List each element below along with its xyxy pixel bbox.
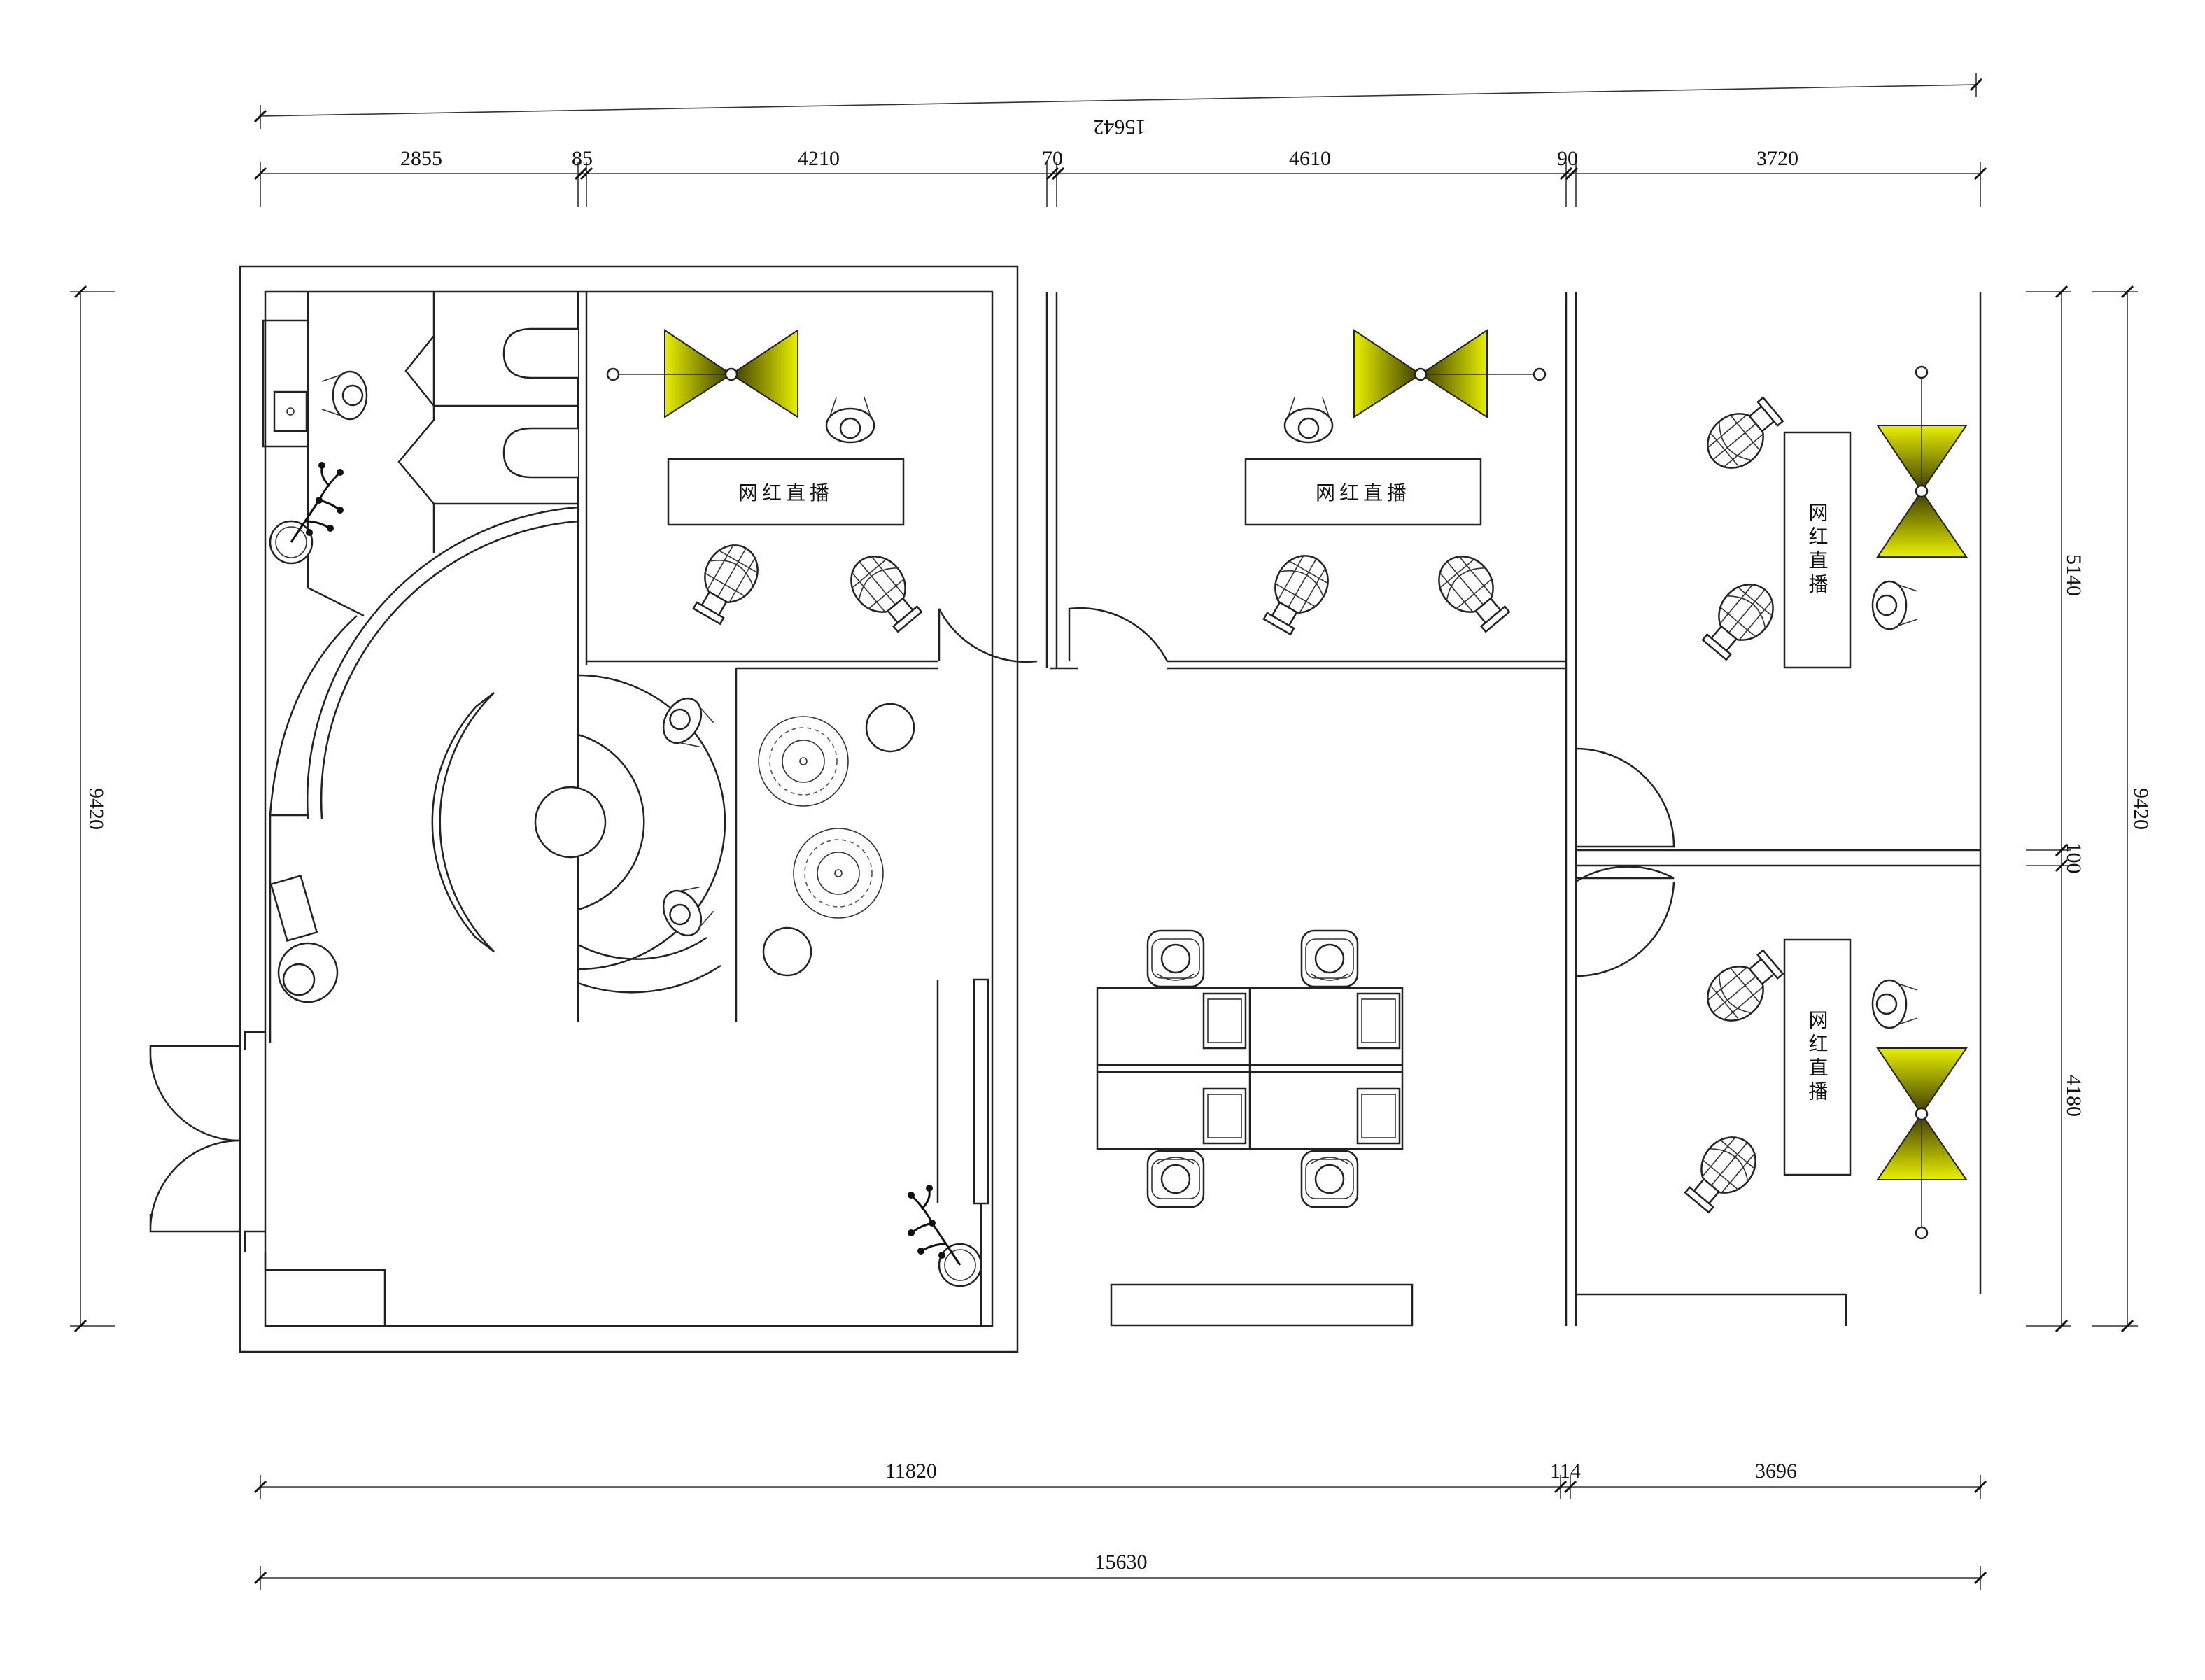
studio-1: 网红直播 <box>667 458 905 526</box>
outer-walls <box>239 265 1019 1353</box>
fill-light-icon <box>606 329 798 418</box>
studio-label: 网红直播 <box>1806 502 1829 598</box>
studio-desk <box>667 458 905 526</box>
dim-bottom-2: 114 <box>1550 1460 1581 1483</box>
fill-light-icon <box>1876 365 1968 558</box>
studio-desk <box>1783 938 1852 1176</box>
dim-bottom-3: 3696 <box>1755 1460 1797 1483</box>
dim-top-3: 4210 <box>798 147 840 170</box>
dim-right-1: 5140 <box>2062 554 2085 596</box>
workstations <box>1096 987 1404 1150</box>
studio-desk <box>1244 458 1482 526</box>
dim-top-7: 3720 <box>1756 147 1798 170</box>
studio-2: 网红直播 <box>1244 458 1482 526</box>
lounge-tables <box>758 703 915 977</box>
dim-right-2: 100 <box>2062 842 2085 874</box>
dim-top-2: 85 <box>572 147 593 170</box>
dim-top-5: 4610 <box>1289 147 1331 170</box>
studio-label: 网红直播 <box>1806 1010 1829 1105</box>
interior-walls <box>244 292 1982 1327</box>
studio-3: 网红直播 <box>1783 431 1852 669</box>
dim-top-1: 2855 <box>400 147 442 170</box>
dim-right-total: 9420 <box>2129 788 2153 830</box>
studio-4: 网红直播 <box>1783 938 1852 1176</box>
dim-top-total: 15642 <box>1094 115 1146 139</box>
sink-icon <box>273 390 308 432</box>
door-icon <box>149 607 1675 1233</box>
dim-bottom-total: 15630 <box>1095 1551 1148 1574</box>
dim-top-6: 90 <box>1557 147 1578 170</box>
reception-curves <box>269 506 726 1043</box>
fill-light-icon <box>1876 1047 1968 1240</box>
studio-desk <box>1783 431 1852 669</box>
fill-light-icon <box>1353 329 1547 418</box>
studio-label: 网红直播 <box>1316 481 1411 504</box>
dim-left-total: 9420 <box>85 788 108 830</box>
dim-top-4: 70 <box>1042 147 1063 170</box>
dim-bottom-1: 11820 <box>885 1460 937 1483</box>
dim-right-3: 4180 <box>2062 1075 2085 1117</box>
dimension-lines <box>70 73 2138 1590</box>
studio-label: 网红直播 <box>738 481 833 504</box>
toilet-icon <box>502 327 578 479</box>
